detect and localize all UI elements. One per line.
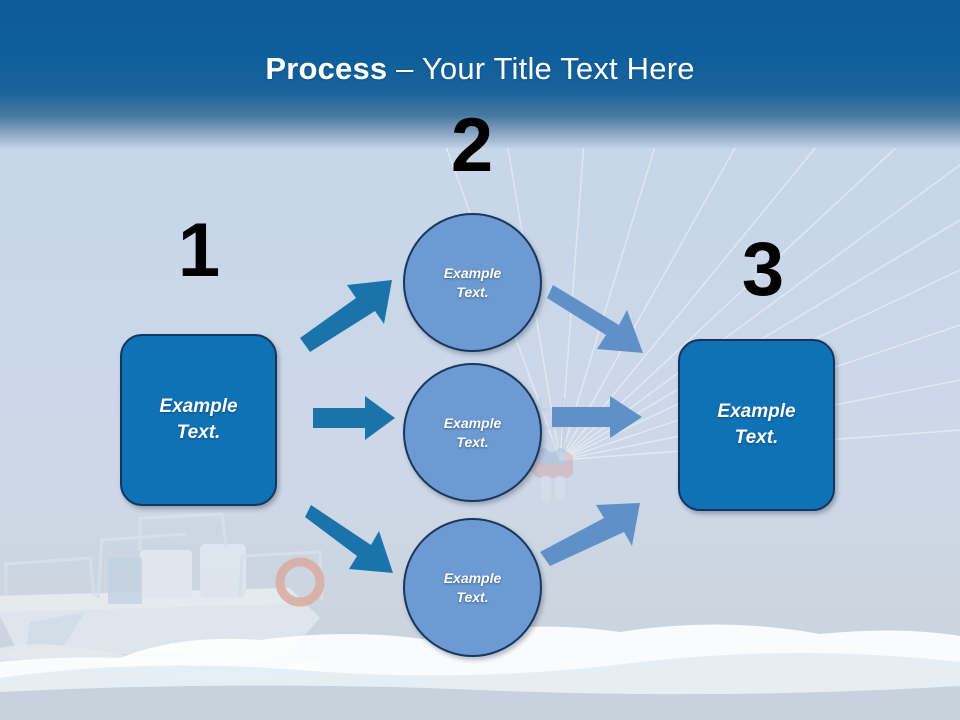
page-title-bold: Process	[265, 51, 388, 86]
arrow-left-to-mid-circle	[313, 396, 395, 440]
node-rect-right[interactable]: Example Text.	[678, 339, 835, 511]
step-number-2: 2	[450, 103, 494, 188]
arrow-left-to-bottom-circle	[305, 505, 393, 573]
header-band	[0, 0, 960, 148]
node-rect-right-label: Example Text.	[717, 401, 796, 448]
node-circle-top[interactable]: Example Text.	[403, 213, 542, 352]
arrow-top-circle-to-right	[547, 285, 643, 353]
node-rect-left-label: Example Text.	[159, 396, 238, 443]
node-rect-left[interactable]: Example Text.	[120, 334, 277, 506]
page-title-rest: – Your Title Text Here	[387, 51, 695, 86]
node-circle-mid[interactable]: Example Text.	[403, 363, 542, 502]
arrow-mid-circle-to-right	[552, 396, 642, 438]
step-number-1: 1	[177, 208, 221, 293]
step-number-3: 3	[741, 227, 785, 312]
node-circle-bottom[interactable]: Example Text.	[403, 518, 542, 657]
node-circle-top-label: Example Text.	[443, 264, 502, 300]
node-circle-bottom-label: Example Text.	[443, 569, 502, 605]
wave-crest-decoration	[0, 624, 960, 720]
arrow-left-to-top-circle	[300, 280, 392, 352]
node-circle-mid-label: Example Text.	[443, 414, 502, 450]
page-title: Process – Your Title Text Here	[0, 51, 960, 86]
arrow-bottom-circle-to-right	[540, 503, 640, 566]
